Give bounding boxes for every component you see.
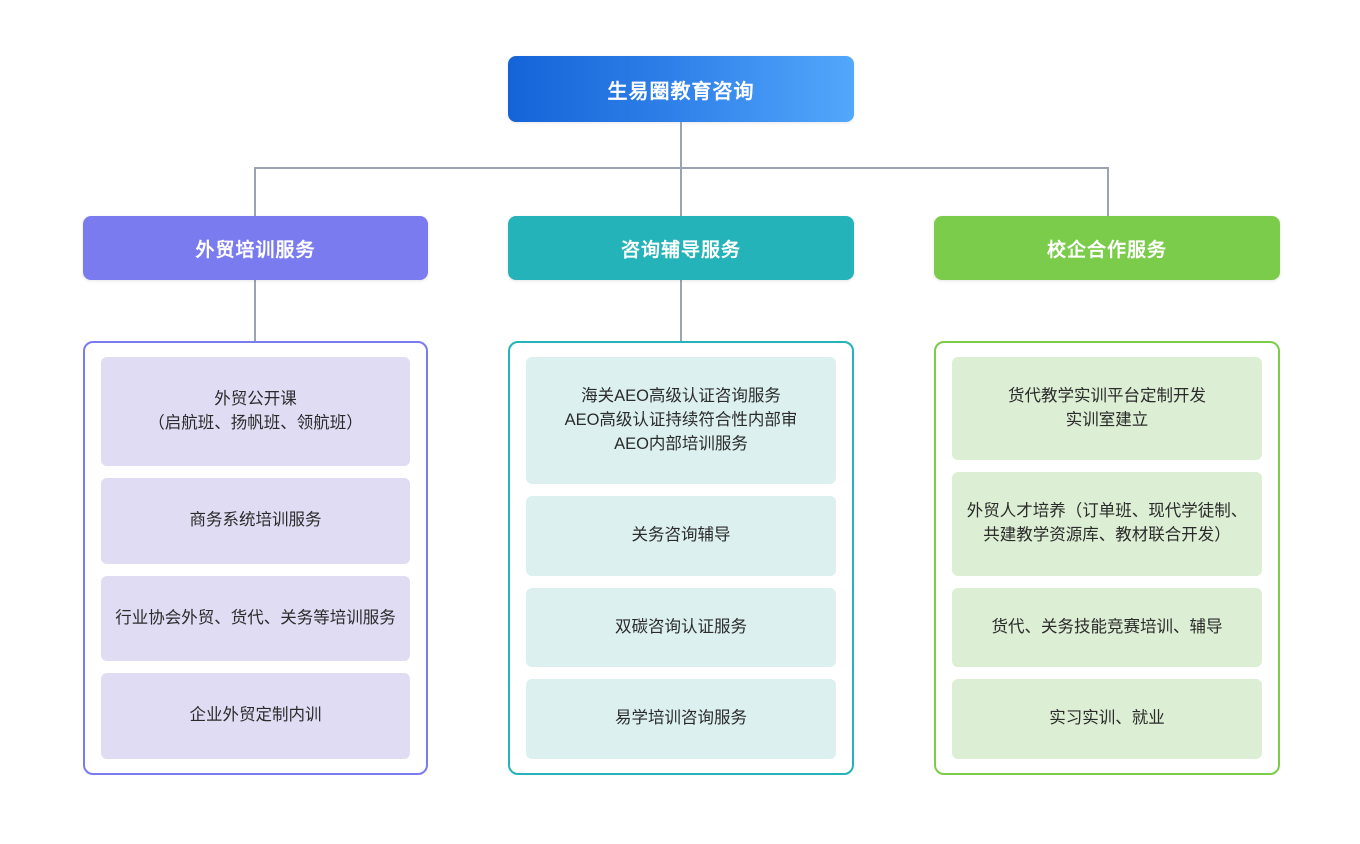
branch-box-consulting-tutoring: 海关AEO高级认证咨询服务 AEO高级认证持续符合性内部审 AEO内部培训服务 … <box>508 341 854 775</box>
leaf-item[interactable]: 货代、关务技能竞赛培训、辅导 <box>952 587 1262 668</box>
branch-header-foreign-trade-training[interactable]: 外贸培训服务 <box>83 216 428 280</box>
connector-branch-left <box>254 167 256 217</box>
leaf-item[interactable]: 双碳咨询认证服务 <box>526 587 836 668</box>
connector-teal-header-to-box <box>680 280 682 342</box>
leaf-item[interactable]: 海关AEO高级认证咨询服务 AEO高级认证持续符合性内部审 AEO内部培训服务 <box>526 357 836 485</box>
branch-box-foreign-trade-training: 外贸公开课 （启航班、扬帆班、领航班） 商务系统培训服务 行业协会外贸、货代、关… <box>83 341 428 775</box>
leaf-item[interactable]: 关务咨询辅导 <box>526 496 836 576</box>
connector-branch-center <box>680 167 682 217</box>
leaf-item[interactable]: 易学培训咨询服务 <box>526 679 836 760</box>
root-node[interactable]: 生易圈教育咨询 <box>508 56 854 122</box>
connector-purple-header-to-box <box>254 280 256 342</box>
branch-header-school-enterprise-cooperation[interactable]: 校企合作服务 <box>934 216 1280 280</box>
leaf-item[interactable]: 商务系统培训服务 <box>101 478 410 564</box>
leaf-item[interactable]: 企业外贸定制内训 <box>101 673 410 759</box>
branch-box-school-enterprise-cooperation: 货代教学实训平台定制开发 实训室建立 外贸人才培养（订单班、现代学徒制、共建教学… <box>934 341 1280 775</box>
connector-horizontal-bus <box>255 167 1109 169</box>
leaf-item[interactable]: 行业协会外贸、货代、关务等培训服务 <box>101 575 410 662</box>
branch-header-consulting-tutoring[interactable]: 咨询辅导服务 <box>508 216 854 280</box>
connector-root-stem <box>680 122 682 168</box>
leaf-item[interactable]: 外贸公开课 （启航班、扬帆班、领航班） <box>101 357 410 467</box>
leaf-item[interactable]: 外贸人才培养（订单班、现代学徒制、共建教学资源库、教材联合开发） <box>952 472 1262 576</box>
connector-branch-right <box>1107 167 1109 217</box>
leaf-item[interactable]: 货代教学实训平台定制开发 实训室建立 <box>952 357 1262 461</box>
leaf-item[interactable]: 实习实训、就业 <box>952 679 1262 760</box>
